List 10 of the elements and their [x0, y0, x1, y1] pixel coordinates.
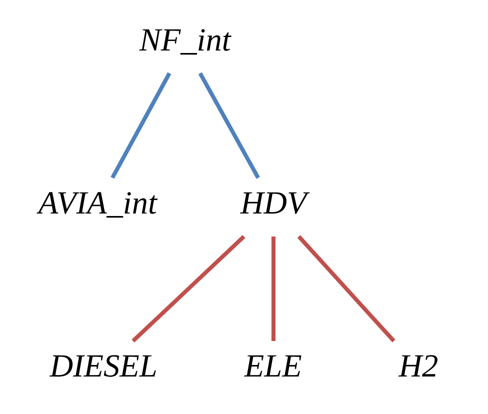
node-text: AVIA_int: [38, 184, 157, 220]
connector: [110, 72, 172, 179]
node-text: ELE: [244, 348, 302, 384]
connector: [271, 236, 276, 342]
connector: [132, 235, 246, 342]
node-text: H2: [398, 348, 438, 384]
node-text: NF_int: [139, 21, 231, 58]
node-text: DIESEL: [50, 348, 158, 384]
connector: [297, 235, 396, 342]
connector: [198, 72, 260, 179]
